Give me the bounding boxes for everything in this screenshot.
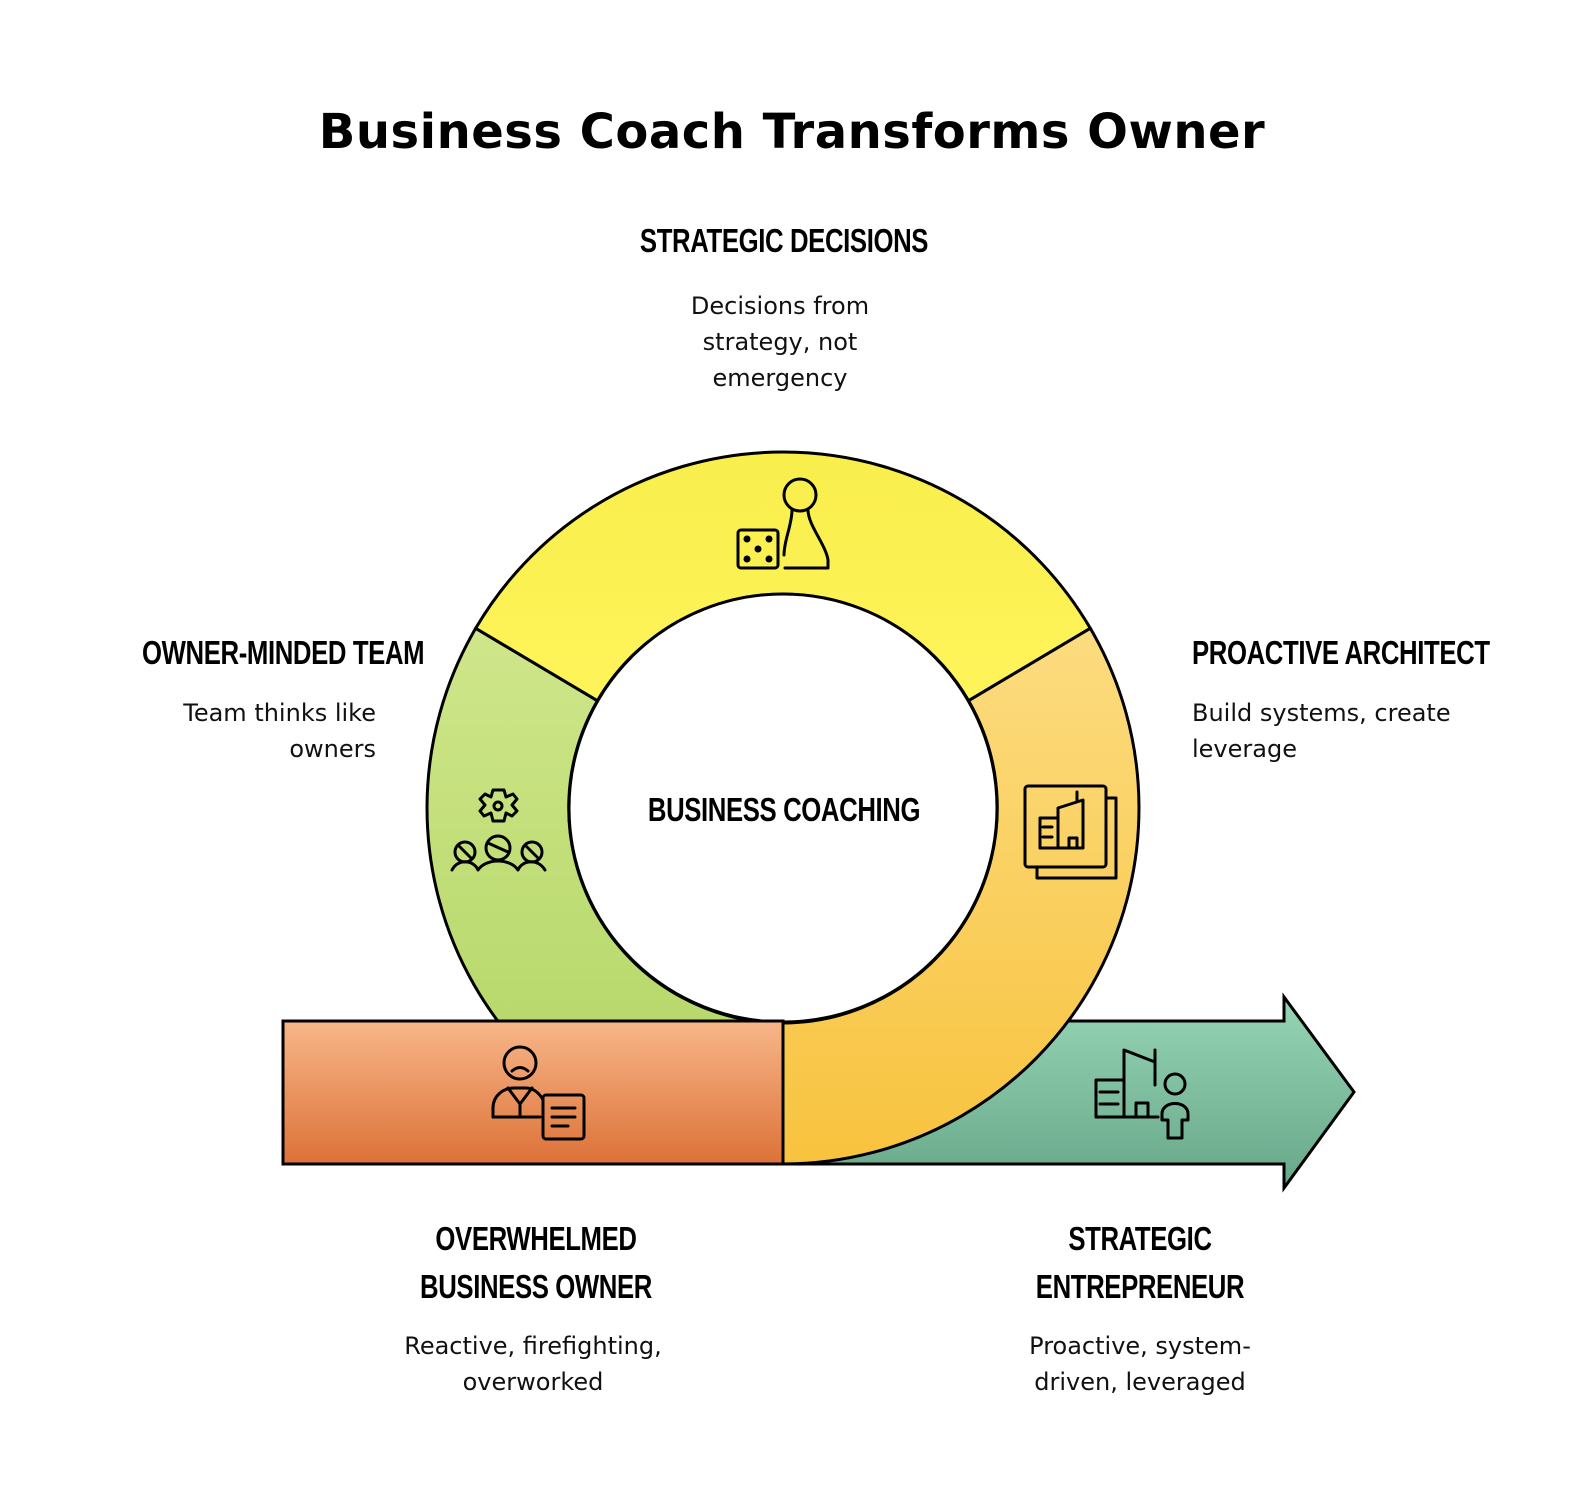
strategic-entrepreneur-description: Proactive, system- driven, leveraged <box>1029 1332 1251 1396</box>
owner-minded-team-description: Team thinks like owners <box>183 699 376 763</box>
proactive-architect-heading: PROACTIVE ARCHITECT <box>1192 634 1490 671</box>
overwhelmed-owner-description: Reactive, firefighting, overworked <box>404 1332 662 1396</box>
owner-minded-team-heading: OWNER-MINDED TEAM <box>142 634 425 671</box>
overwhelmed-owner-box <box>281 1019 785 1166</box>
building-blueprint-icon <box>1023 784 1118 880</box>
strategic-decisions-heading: STRATEGIC DECISIONS <box>639 222 929 259</box>
strategic-entrepreneur-heading: STRATEGIC ENTREPRENEUR <box>1035 1220 1245 1305</box>
stressed-person-document-icon <box>491 1045 586 1141</box>
page-title: Business Coach Transforms Owner <box>318 104 1266 160</box>
strategic-decisions-description: Decisions from strategy, not emergency <box>690 292 870 392</box>
dice-chess-pawn-icon <box>736 477 830 570</box>
overwhelmed-owner-heading: OVERWHELMED BUSINESS OWNER <box>420 1220 652 1305</box>
center-label: BUSINESS COACHING <box>647 791 921 828</box>
proactive-architect-description: Build systems, create leverage <box>1192 699 1451 763</box>
person-buildings-icon <box>1094 1048 1190 1140</box>
team-gear-icon <box>450 788 547 872</box>
